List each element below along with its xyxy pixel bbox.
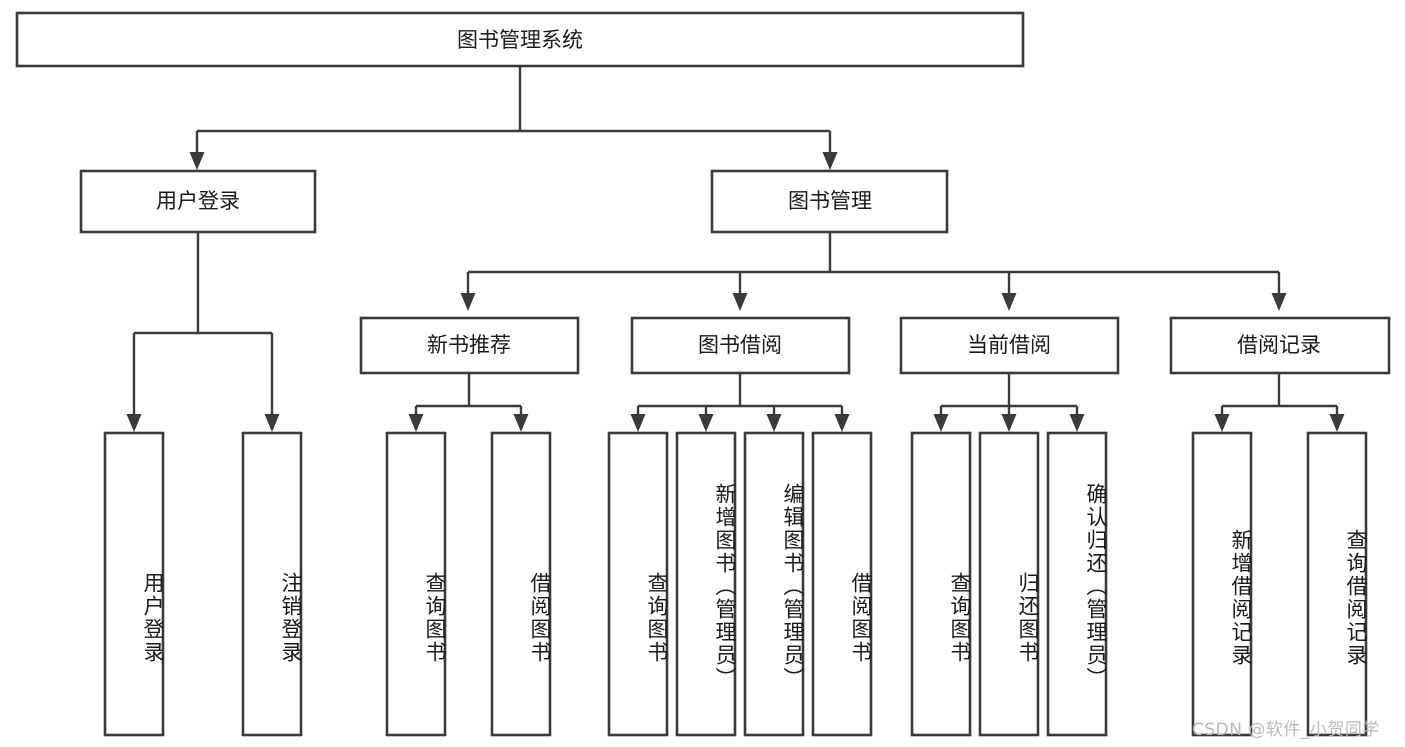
arrowhead-current-borrow-to-leaf-0 bbox=[933, 414, 949, 432]
arrowhead-root-to-user-login bbox=[189, 152, 205, 170]
arrowhead-book-borrow-to-leaf-0 bbox=[630, 414, 646, 432]
csdn-watermark: CSDN @软件_小贺同学 bbox=[1192, 720, 1380, 740]
node-root-book-management-system[interactable] bbox=[15, 11, 1025, 68]
node-leaf-borrow-record-1[interactable] bbox=[1306, 431, 1368, 737]
arrowhead-user-login-to-leaf-0 bbox=[126, 414, 142, 432]
label-current-borrow: 当前借阅 bbox=[967, 333, 1051, 357]
node-leaf-book-borrow-1[interactable] bbox=[675, 431, 737, 737]
arrowhead-current-borrow-to-leaf-1 bbox=[1001, 414, 1017, 432]
node-leaf-book-borrow-0[interactable] bbox=[607, 431, 669, 737]
node-leaf-new-book-recommend-0[interactable] bbox=[385, 431, 447, 737]
node-leaf-new-book-recommend-1[interactable] bbox=[490, 431, 552, 737]
arrowhead-new-book-recommend-to-leaf-0 bbox=[408, 414, 424, 432]
label-user-login: 用户登录 bbox=[156, 189, 240, 213]
arrowhead-book-management-to-l3-1 bbox=[732, 293, 748, 311]
arrowhead-new-book-recommend-to-leaf-1 bbox=[513, 414, 529, 432]
node-leaf-user-login-0[interactable] bbox=[103, 431, 165, 737]
node-borrow-record[interactable] bbox=[1169, 316, 1391, 375]
arrowhead-borrow-record-to-leaf-1 bbox=[1329, 414, 1345, 432]
node-leaf-current-borrow-0[interactable] bbox=[910, 431, 972, 737]
arrowhead-user-login-to-leaf-1 bbox=[264, 414, 280, 432]
arrowhead-borrow-record-to-leaf-0 bbox=[1214, 414, 1230, 432]
label-borrow-record: 借阅记录 bbox=[1237, 333, 1321, 357]
arrowhead-current-borrow-to-leaf-2 bbox=[1069, 414, 1085, 432]
node-leaf-user-login-1[interactable] bbox=[241, 431, 303, 737]
arrowhead-book-management-to-l3-3 bbox=[1271, 293, 1287, 311]
arrowhead-book-management-to-l3-2 bbox=[1001, 293, 1017, 311]
node-current-borrow[interactable] bbox=[899, 316, 1120, 375]
label-new-book-recommend: 新书推荐 bbox=[427, 333, 511, 357]
node-book-management[interactable] bbox=[710, 169, 949, 234]
arrowhead-book-borrow-to-leaf-1 bbox=[698, 414, 714, 432]
arrowhead-book-borrow-to-leaf-2 bbox=[766, 414, 782, 432]
node-leaf-book-borrow-3[interactable] bbox=[811, 431, 873, 737]
arrowhead-root-to-book-management bbox=[822, 152, 838, 170]
label-book-borrow: 图书借阅 bbox=[698, 333, 782, 357]
node-book-borrow[interactable] bbox=[630, 316, 851, 375]
label-book-management: 图书管理 bbox=[788, 189, 872, 213]
node-leaf-borrow-record-0[interactable] bbox=[1191, 431, 1253, 737]
label-root: 图书管理系统 bbox=[457, 28, 583, 52]
node-leaf-current-borrow-2[interactable] bbox=[1046, 431, 1108, 737]
node-leaf-book-borrow-2[interactable] bbox=[743, 431, 805, 737]
node-leaf-current-borrow-1[interactable] bbox=[978, 431, 1040, 737]
node-new-book-recommend[interactable] bbox=[359, 316, 580, 375]
arrowhead-book-management-to-l3-0 bbox=[460, 293, 476, 311]
arrowhead-book-borrow-to-leaf-3 bbox=[834, 414, 850, 432]
